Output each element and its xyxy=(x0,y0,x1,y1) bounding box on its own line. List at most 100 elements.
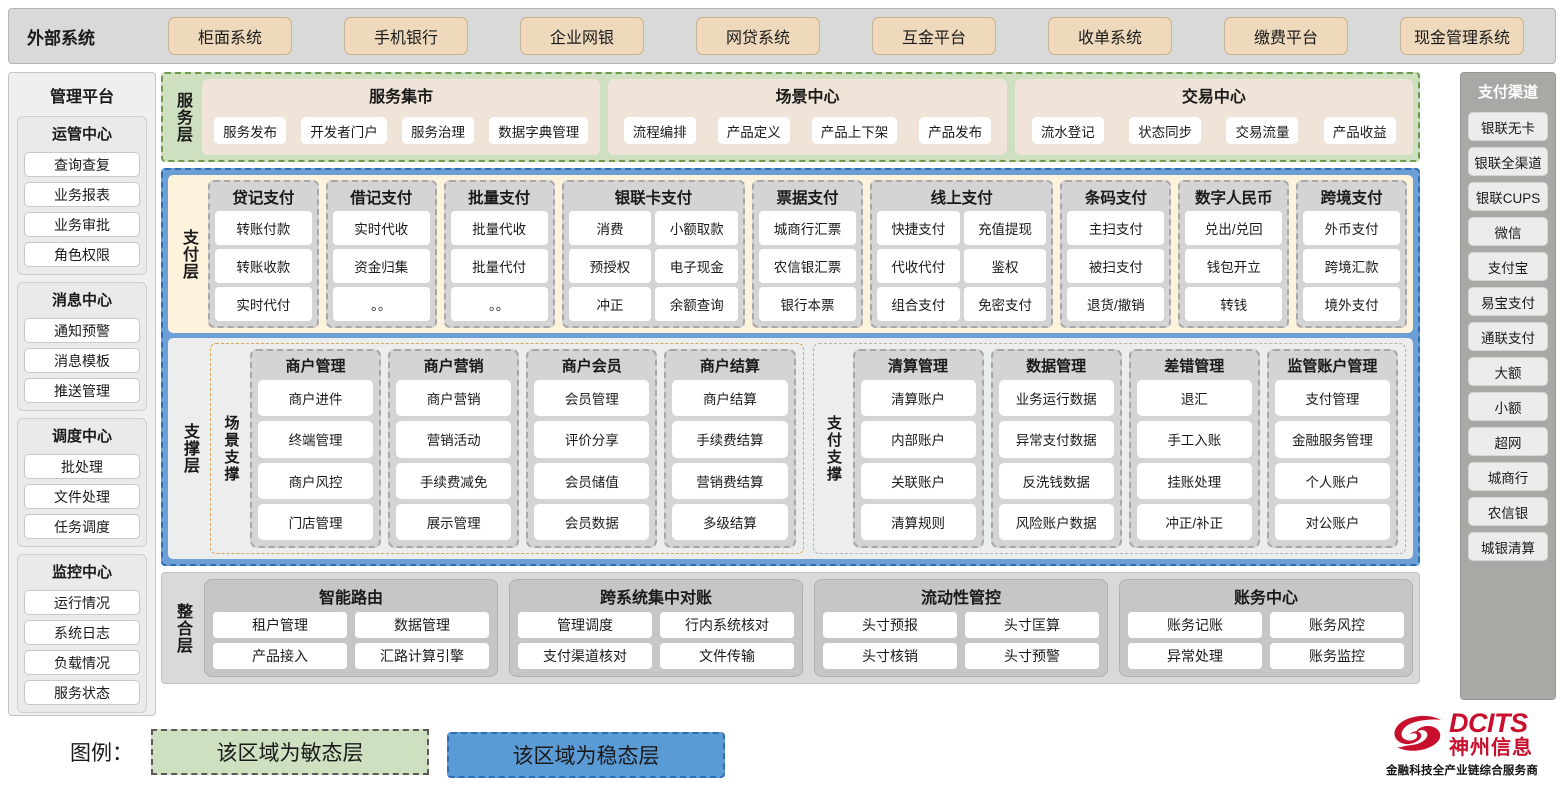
support-item-1-1-3[interactable]: 风险账户数据 xyxy=(998,503,1114,540)
service-chip-1-0[interactable]: 流程编排 xyxy=(623,117,696,144)
integration-item-3-0[interactable]: 账务记账 xyxy=(1128,612,1262,638)
payment-channel-item-9[interactable]: 超网 xyxy=(1468,427,1548,456)
payment-item-0-0[interactable]: 转账付款 xyxy=(215,211,312,245)
service-chip-2-1[interactable]: 状态同步 xyxy=(1129,117,1202,144)
external-system-chip-7[interactable]: 现金管理系统 xyxy=(1400,17,1524,55)
support-item-1-1-2[interactable]: 反洗钱数据 xyxy=(998,462,1114,499)
support-item-0-3-0[interactable]: 商户结算 xyxy=(672,380,788,417)
payment-item-7-1[interactable]: 钱包开立 xyxy=(1185,249,1283,283)
payment-item-4-1[interactable]: 农信银汇票 xyxy=(759,249,856,283)
payment-item-5-2[interactable]: 代收代付 xyxy=(876,249,960,283)
payment-channel-item-4[interactable]: 支付宝 xyxy=(1468,252,1548,281)
payment-item-0-1[interactable]: 转账收款 xyxy=(215,249,312,283)
support-item-0-0-1[interactable]: 终端管理 xyxy=(258,421,374,458)
external-system-chip-6[interactable]: 缴费平台 xyxy=(1224,17,1348,55)
service-chip-2-0[interactable]: 流水登记 xyxy=(1031,117,1104,144)
payment-item-1-0[interactable]: 实时代收 xyxy=(332,211,430,245)
integration-item-3-2[interactable]: 异常处理 xyxy=(1128,643,1262,669)
support-item-0-0-2[interactable]: 商户风控 xyxy=(258,462,374,499)
payment-channel-item-12[interactable]: 城银清算 xyxy=(1468,532,1548,561)
support-item-0-2-0[interactable]: 会员管理 xyxy=(534,380,650,417)
payment-channel-item-8[interactable]: 小额 xyxy=(1468,392,1548,421)
service-chip-0-2[interactable]: 服务治理 xyxy=(402,117,474,144)
support-item-0-1-1[interactable]: 营销活动 xyxy=(396,421,512,458)
support-item-0-3-2[interactable]: 营销费结算 xyxy=(672,462,788,499)
support-item-1-0-1[interactable]: 内部账户 xyxy=(860,421,976,458)
support-item-1-3-0[interactable]: 支付管理 xyxy=(1274,380,1390,417)
payment-item-3-3[interactable]: 电子现金 xyxy=(655,249,739,283)
support-item-1-0-0[interactable]: 清算账户 xyxy=(860,380,976,417)
management-item-3-0[interactable]: 运行情况 xyxy=(24,590,140,615)
support-item-0-2-2[interactable]: 会员储值 xyxy=(534,462,650,499)
payment-channel-item-3[interactable]: 微信 xyxy=(1468,217,1548,246)
management-item-3-1[interactable]: 系统日志 xyxy=(24,620,140,645)
support-item-0-2-1[interactable]: 评价分享 xyxy=(534,421,650,458)
payment-item-6-0[interactable]: 主扫支付 xyxy=(1067,211,1165,245)
management-item-3-2[interactable]: 负载情况 xyxy=(24,650,140,675)
management-item-0-0[interactable]: 查询查复 xyxy=(24,152,140,177)
management-item-0-2[interactable]: 业务审批 xyxy=(24,212,140,237)
payment-channel-item-5[interactable]: 易宝支付 xyxy=(1468,287,1548,316)
support-item-0-3-1[interactable]: 手续费结算 xyxy=(672,421,788,458)
support-item-1-3-2[interactable]: 个人账户 xyxy=(1274,462,1390,499)
payment-item-3-4[interactable]: 冲正 xyxy=(568,287,652,321)
payment-item-5-0[interactable]: 快捷支付 xyxy=(876,211,960,245)
payment-item-0-2[interactable]: 实时代付 xyxy=(215,287,312,321)
payment-item-8-1[interactable]: 跨境汇款 xyxy=(1303,249,1401,283)
payment-item-2-0[interactable]: 批量代收 xyxy=(450,211,548,245)
integration-item-0-2[interactable]: 产品接入 xyxy=(213,643,347,669)
payment-item-2-2[interactable]: 。。 xyxy=(450,287,548,321)
payment-item-3-5[interactable]: 余额查询 xyxy=(655,287,739,321)
integration-item-2-2[interactable]: 头寸核销 xyxy=(823,643,957,669)
management-item-1-0[interactable]: 通知预警 xyxy=(24,318,140,343)
support-item-0-1-0[interactable]: 商户营销 xyxy=(396,380,512,417)
payment-item-4-0[interactable]: 城商行汇票 xyxy=(759,211,856,245)
external-system-chip-2[interactable]: 企业网银 xyxy=(520,17,644,55)
service-chip-0-0[interactable]: 服务发布 xyxy=(214,117,287,144)
external-system-chip-4[interactable]: 互金平台 xyxy=(872,17,996,55)
support-item-1-2-2[interactable]: 挂账处理 xyxy=(1136,462,1252,499)
payment-item-7-2[interactable]: 转钱 xyxy=(1185,287,1283,321)
integration-item-1-1[interactable]: 行内系统核对 xyxy=(660,612,794,638)
support-item-0-1-2[interactable]: 手续费减免 xyxy=(396,462,512,499)
management-item-1-2[interactable]: 推送管理 xyxy=(24,378,140,403)
payment-channel-item-2[interactable]: 银联CUPS xyxy=(1468,182,1548,211)
payment-channel-item-10[interactable]: 城商行 xyxy=(1468,462,1548,491)
service-chip-0-3[interactable]: 数据字典管理 xyxy=(489,117,589,144)
integration-item-0-0[interactable]: 租户管理 xyxy=(213,612,347,638)
service-chip-1-3[interactable]: 产品发布 xyxy=(919,117,992,144)
payment-channel-item-7[interactable]: 大额 xyxy=(1468,357,1548,386)
support-item-1-2-3[interactable]: 冲正/补正 xyxy=(1136,503,1252,540)
integration-item-1-3[interactable]: 文件传输 xyxy=(660,643,794,669)
support-item-0-0-0[interactable]: 商户进件 xyxy=(258,380,374,417)
payment-item-2-1[interactable]: 批量代付 xyxy=(450,249,548,283)
payment-item-3-0[interactable]: 消费 xyxy=(568,211,652,245)
payment-item-1-1[interactable]: 资金归集 xyxy=(332,249,430,283)
management-item-3-3[interactable]: 服务状态 xyxy=(24,680,140,705)
service-chip-0-1[interactable]: 开发者门户 xyxy=(301,117,387,144)
support-item-1-0-2[interactable]: 关联账户 xyxy=(860,462,976,499)
support-item-1-2-0[interactable]: 退汇 xyxy=(1136,380,1252,417)
service-chip-1-1[interactable]: 产品定义 xyxy=(717,117,790,144)
service-chip-2-2[interactable]: 交易流量 xyxy=(1226,117,1299,144)
support-item-0-0-3[interactable]: 门店管理 xyxy=(258,503,374,540)
integration-item-2-3[interactable]: 头寸预警 xyxy=(965,643,1099,669)
management-item-1-1[interactable]: 消息模板 xyxy=(24,348,140,373)
integration-item-2-1[interactable]: 头寸匡算 xyxy=(965,612,1099,638)
integration-item-3-3[interactable]: 账务监控 xyxy=(1270,643,1404,669)
management-item-2-0[interactable]: 批处理 xyxy=(24,454,140,479)
support-item-1-3-1[interactable]: 金融服务管理 xyxy=(1274,421,1390,458)
payment-item-5-1[interactable]: 充值提现 xyxy=(963,211,1047,245)
support-item-1-0-3[interactable]: 清算规则 xyxy=(860,503,976,540)
payment-item-5-3[interactable]: 鉴权 xyxy=(963,249,1047,283)
integration-item-0-1[interactable]: 数据管理 xyxy=(355,612,489,638)
management-item-0-1[interactable]: 业务报表 xyxy=(24,182,140,207)
payment-item-5-5[interactable]: 免密支付 xyxy=(963,287,1047,321)
external-system-chip-5[interactable]: 收单系统 xyxy=(1048,17,1172,55)
integration-item-1-2[interactable]: 支付渠道核对 xyxy=(518,643,652,669)
support-item-0-3-3[interactable]: 多级结算 xyxy=(672,503,788,540)
support-item-0-1-3[interactable]: 展示管理 xyxy=(396,503,512,540)
integration-item-1-0[interactable]: 管理调度 xyxy=(518,612,652,638)
payment-channel-item-11[interactable]: 农信银 xyxy=(1468,497,1548,526)
integration-item-3-1[interactable]: 账务风控 xyxy=(1270,612,1404,638)
